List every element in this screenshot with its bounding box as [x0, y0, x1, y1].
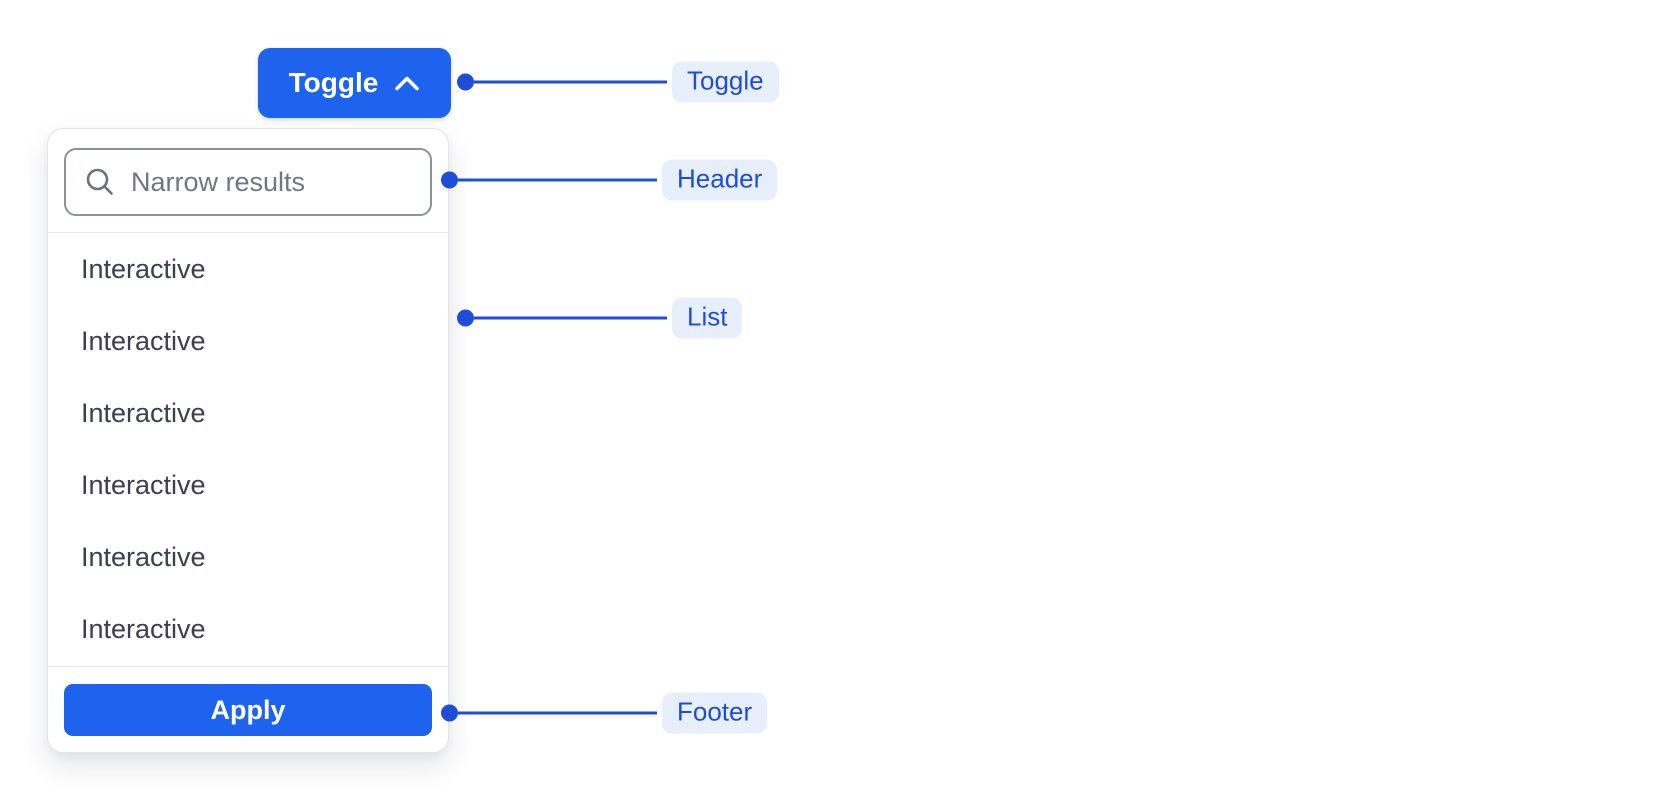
list-item[interactable]: Interactive — [81, 542, 206, 573]
annotation-leader-line — [474, 80, 667, 84]
annotation-header: Header — [441, 159, 778, 201]
dropdown-panel: Interactive Interactive Interactive Inte… — [47, 128, 449, 753]
search-icon — [84, 166, 116, 198]
chevron-up-icon — [394, 75, 420, 92]
toggle-button-label: Toggle — [288, 67, 379, 98]
annotation-dot — [457, 309, 474, 327]
annotation-toggle: Toggle — [457, 61, 779, 103]
annotation-leader-line — [474, 316, 667, 320]
annotation-label: Header — [662, 159, 778, 201]
search-input[interactable] — [131, 166, 414, 198]
annotation-leader-line — [458, 711, 657, 715]
list-item[interactable]: Interactive — [81, 470, 206, 501]
annotation-dot — [457, 73, 474, 91]
list-item[interactable]: Interactive — [81, 397, 206, 428]
annotation-label: Toggle — [672, 61, 779, 103]
toggle-button[interactable]: Toggle — [258, 48, 451, 118]
annotation-list: List — [457, 297, 743, 339]
apply-button[interactable]: Apply — [64, 684, 432, 736]
annotation-label: List — [672, 297, 743, 339]
annotation-leader-line — [458, 178, 657, 182]
search-box[interactable] — [64, 148, 432, 216]
list-item[interactable]: Interactive — [81, 325, 206, 356]
list-item[interactable]: Interactive — [81, 253, 206, 284]
annotation-label: Footer — [662, 692, 768, 734]
dropdown-footer: Apply — [48, 666, 448, 752]
dropdown-list: Interactive Interactive Interactive Inte… — [48, 233, 448, 666]
dropdown-header — [48, 129, 448, 233]
annotation-footer: Footer — [441, 692, 768, 734]
list-item[interactable]: Interactive — [81, 614, 206, 645]
